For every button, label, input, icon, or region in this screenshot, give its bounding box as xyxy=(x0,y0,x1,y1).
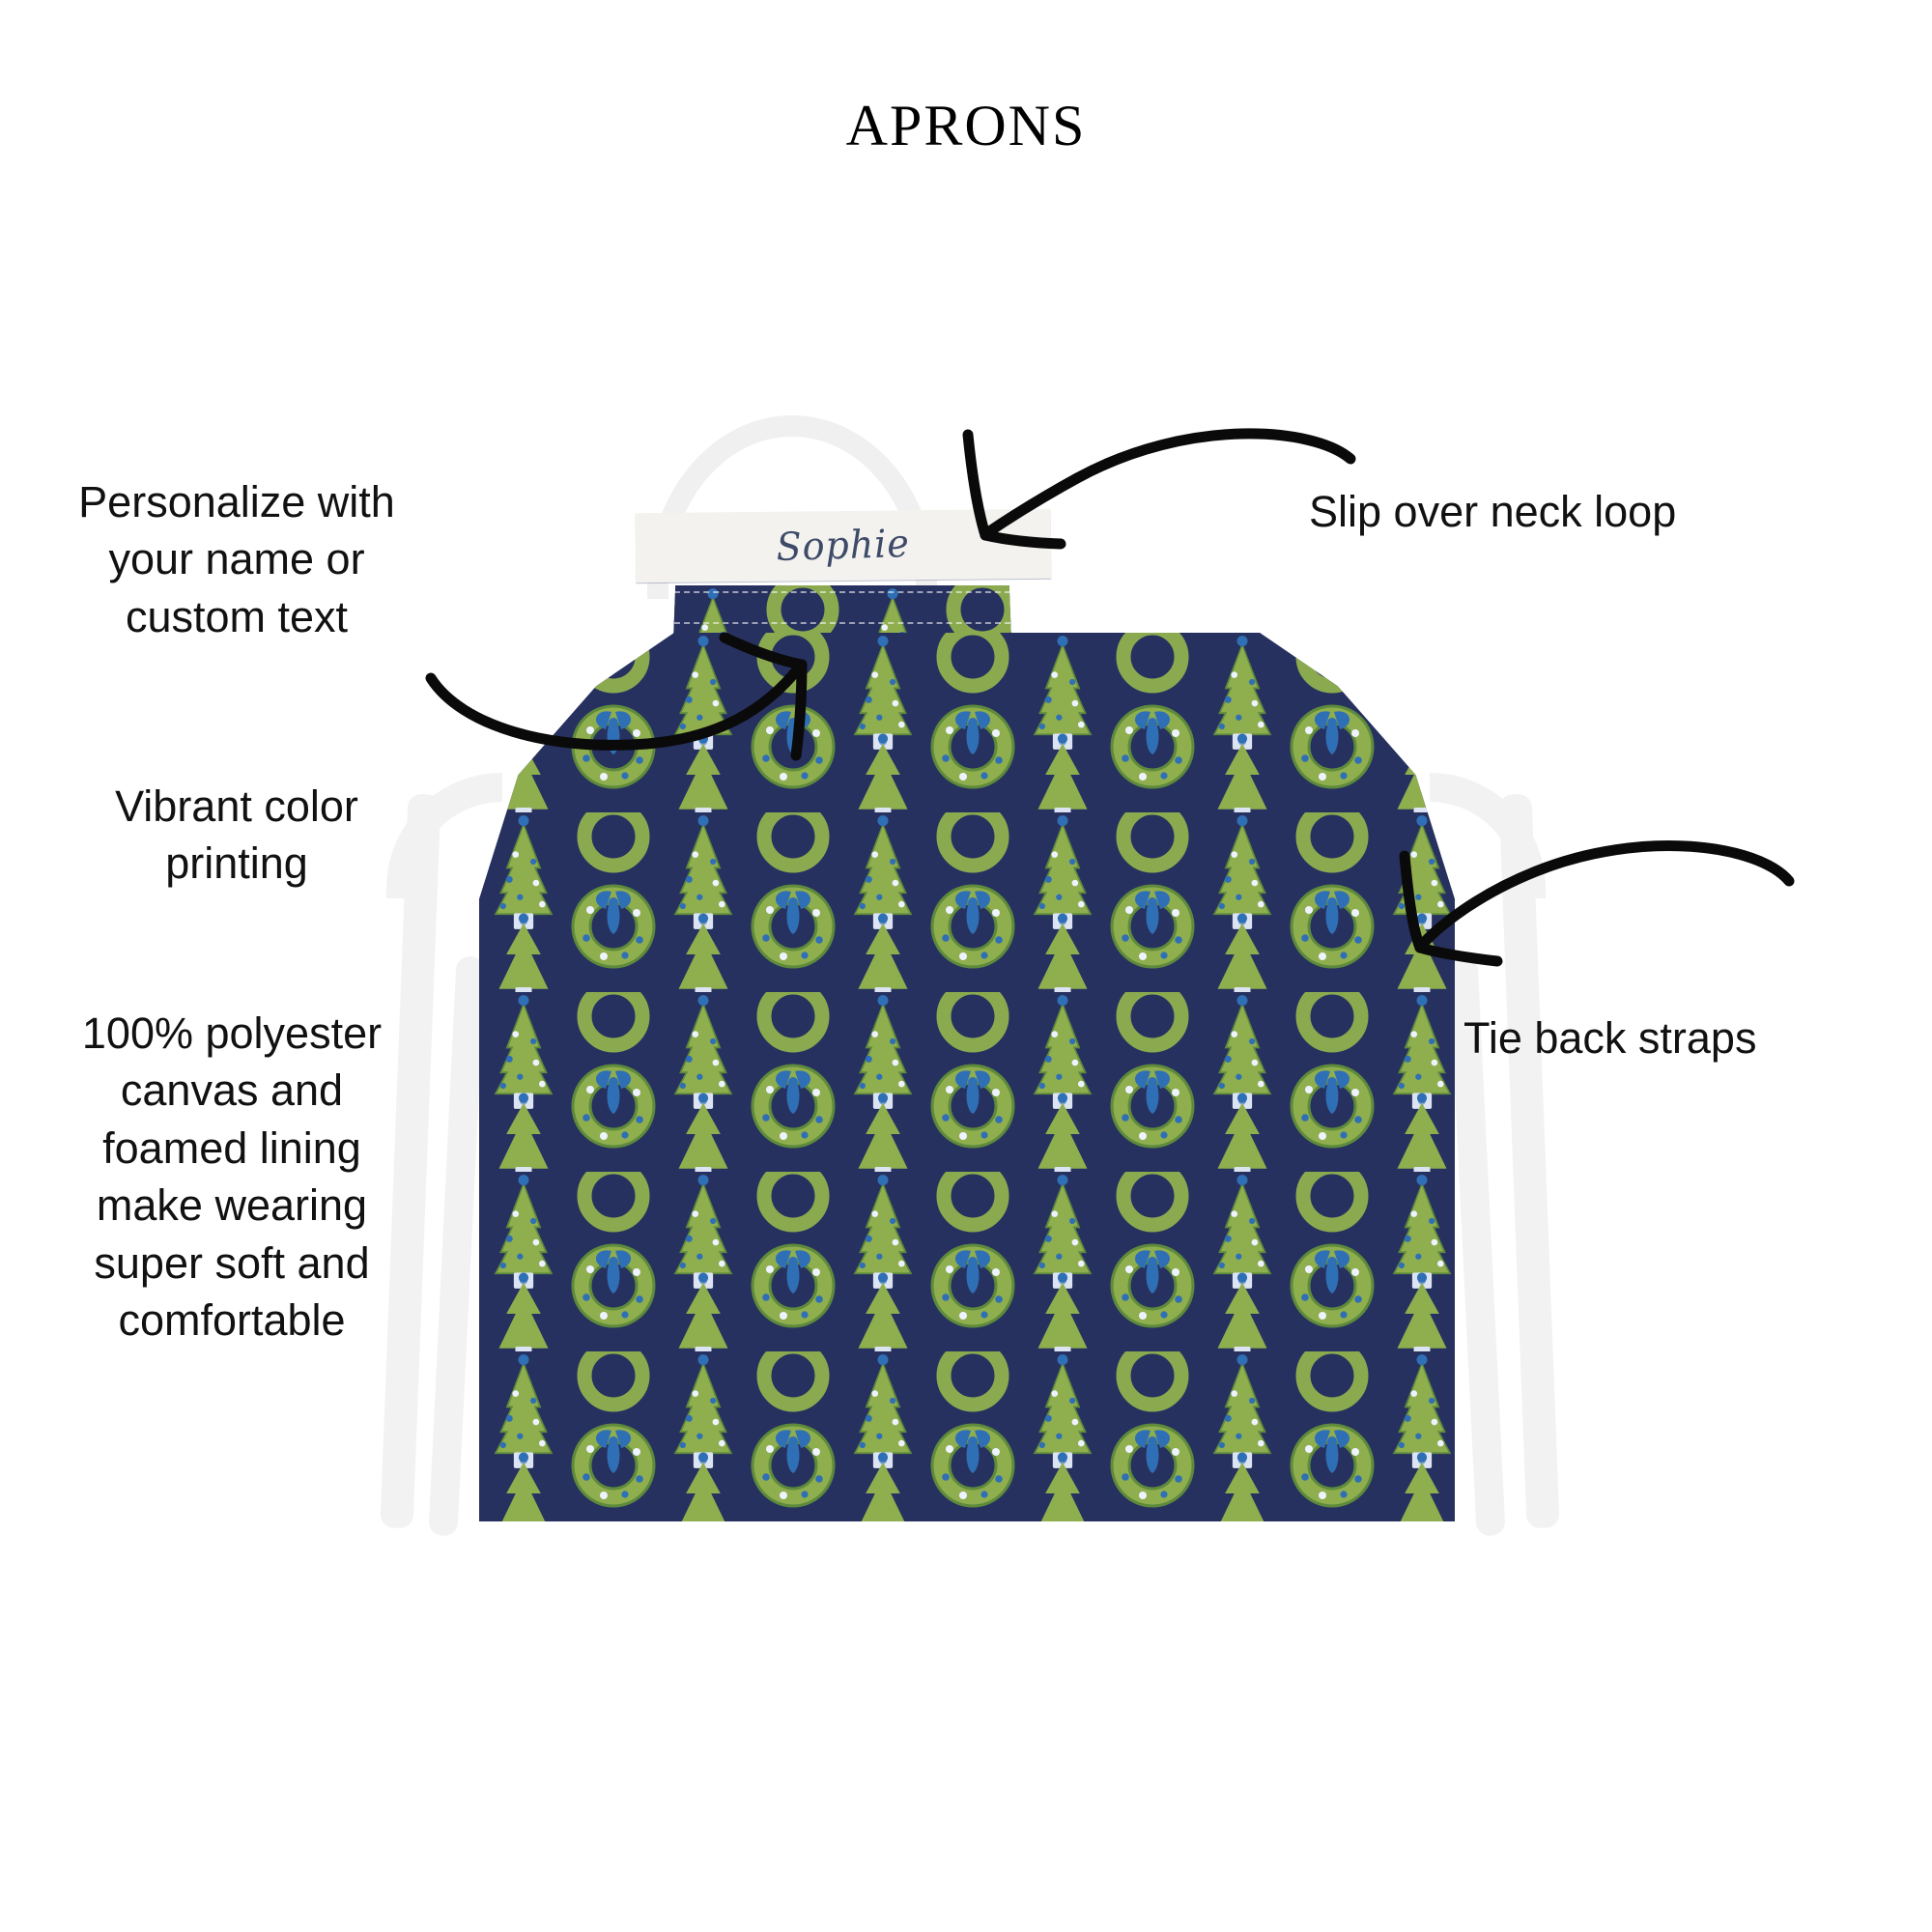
personalized-name-band: Sophie xyxy=(635,508,1052,583)
fabric-pattern-skirt xyxy=(479,633,1455,1521)
page-title: Aprons xyxy=(845,71,1087,163)
callout-material-text: 100% polyester canvas and foamed lining … xyxy=(81,1009,383,1345)
callout-tie-straps-text: Tie back straps xyxy=(1463,1013,1757,1063)
tie-strap-right-outer xyxy=(1498,793,1560,1529)
callout-neck-loop-text: Slip over neck loop xyxy=(1309,487,1677,536)
apron-illustration: Sophie xyxy=(380,415,1560,1537)
apron-skirt-panel xyxy=(479,633,1455,1521)
callout-vibrant-color-text: Vibrant color printing xyxy=(115,781,358,889)
personalized-name-text: Sophie xyxy=(776,522,911,570)
callout-personalize-text: Personalize with your name or custom tex… xyxy=(78,477,395,641)
